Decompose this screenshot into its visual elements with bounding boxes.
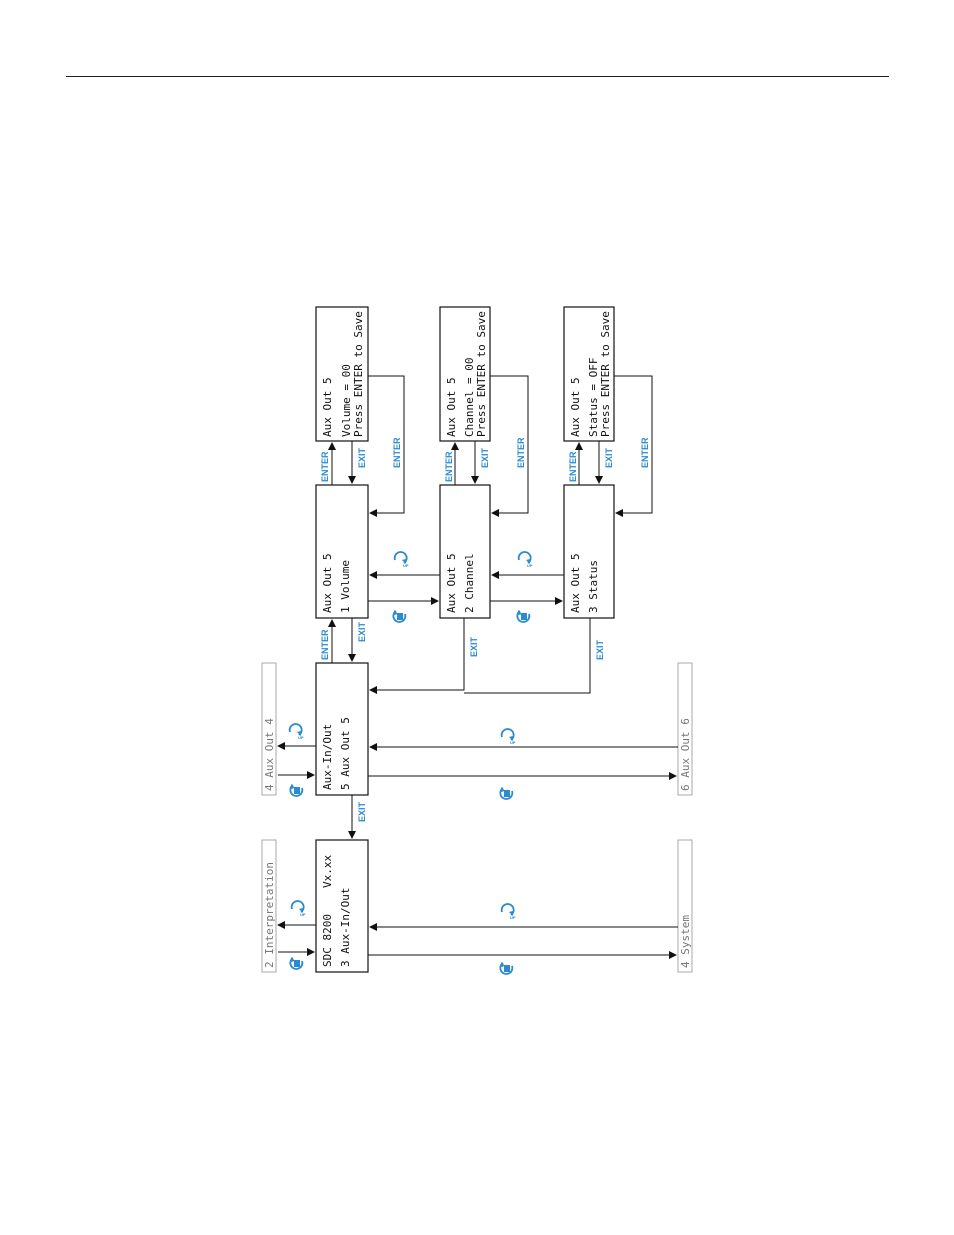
screen-channel-menu-line2: 2 Channel [463, 553, 476, 613]
screen-channel-edit-line1: Aux Out 5 [445, 377, 458, 437]
down-key-icon [289, 783, 304, 797]
screen-channel-edit: Aux Out 5 Channel = 00 Press ENTER to Sa… [439, 306, 491, 442]
label-enter-channel: ENTER [444, 451, 454, 482]
screen-volume-menu-line1: Aux Out 5 [321, 553, 334, 613]
label-exit-status: EXIT [595, 639, 605, 660]
label-enter-volume: ENTER [320, 451, 330, 482]
label-exit-status-edit: EXIT [604, 447, 614, 468]
screen-volume-menu-line2: 1 Volume [339, 560, 352, 613]
screen-channel-edit-line2: Channel = 00 [463, 358, 476, 437]
up-key-icon [288, 723, 305, 741]
label-save-channel: ENTER [516, 437, 526, 468]
screen-root-line2: 3 Aux-In/Out [339, 888, 352, 967]
header-rule [66, 76, 889, 77]
label-save-status: ENTER [640, 437, 650, 468]
screen-volume-edit-line1: Aux Out 5 [321, 377, 334, 437]
label-enter-status: ENTER [568, 451, 578, 482]
label-exit-aux: EXIT [357, 801, 367, 822]
down-key-icon [289, 956, 304, 970]
label-exit-channel: EXIT [469, 636, 479, 657]
screen-volume-menu: Aux Out 5 1 Volume [315, 484, 369, 619]
screen-root-line1: SDC 8200 [321, 914, 334, 967]
label-exit-channel-edit: EXIT [480, 447, 490, 468]
down-key-icon [392, 609, 407, 623]
arrow-status-exit-to-aux [464, 618, 591, 694]
neighbor-next-main: 4 System [677, 839, 693, 973]
neighbor-prev-aux: 4 Aux Out 4 [261, 662, 277, 796]
screen-aux-in-out: Aux-In/Out 5 Aux Out 5 [315, 662, 369, 796]
screen-status-edit-line3: Press ENTER to Save [599, 311, 612, 437]
screen-status-menu: Aux Out 5 3 Status [563, 484, 615, 619]
screen-channel-menu-line1: Aux Out 5 [445, 553, 458, 613]
label-enter-aux: ENTER [320, 629, 330, 660]
screen-aux-in-out-line1: Aux-In/Out [321, 724, 334, 790]
arrow-channel-exit-to-aux [369, 618, 465, 694]
screen-root: SDC 8200 Vx.xx 3 Aux-In/Out [315, 839, 369, 973]
arrow-volume-edit-save [368, 375, 405, 517]
arrow-status-edit-save [614, 375, 653, 517]
screen-status-menu-line2: 3 Status [587, 560, 600, 613]
label-exit-volume: EXIT [357, 621, 367, 642]
up-key-icon [517, 551, 534, 569]
down-key-icon [499, 786, 514, 800]
arrow-channel-edit-save [490, 375, 529, 517]
neighbor-next-main-label: 4 System [679, 915, 692, 968]
down-key-icon [499, 961, 514, 975]
neighbor-prev-aux-label: 4 Aux Out 4 [263, 718, 276, 791]
up-key-icon [500, 903, 517, 921]
up-key-icon [290, 900, 307, 918]
up-key-icon [393, 551, 410, 569]
neighbor-next-aux-label: 6 Aux Out 6 [679, 718, 692, 791]
label-exit-volume-edit: EXIT [357, 447, 367, 468]
screen-status-edit: Aux Out 5 Status = OFF Press ENTER to Sa… [563, 306, 615, 442]
screen-root-version: Vx.xx [321, 855, 334, 888]
screen-channel-edit-line3: Press ENTER to Save [475, 311, 488, 437]
screen-aux-in-out-line2: 5 Aux Out 5 [339, 717, 352, 790]
down-key-icon [516, 609, 531, 623]
label-save-volume: ENTER [392, 437, 402, 468]
screen-status-menu-line1: Aux Out 5 [569, 553, 582, 613]
neighbor-prev-main: 2 Interpretation [261, 839, 277, 973]
screen-channel-menu: Aux Out 5 2 Channel [439, 484, 491, 619]
screen-volume-edit-line3: Press ENTER to Save [352, 311, 365, 437]
neighbor-next-aux: 6 Aux Out 6 [677, 662, 693, 796]
neighbor-prev-main-label: 2 Interpretation [263, 862, 276, 968]
up-key-icon [500, 728, 517, 746]
screen-status-edit-line1: Aux Out 5 [569, 377, 582, 437]
screen-status-edit-line2: Status = OFF [587, 358, 600, 437]
screen-volume-edit: Aux Out 5 Volume = 00 Press ENTER to Sav… [315, 306, 369, 442]
screen-volume-edit-line2: Volume = 00 [340, 364, 353, 437]
